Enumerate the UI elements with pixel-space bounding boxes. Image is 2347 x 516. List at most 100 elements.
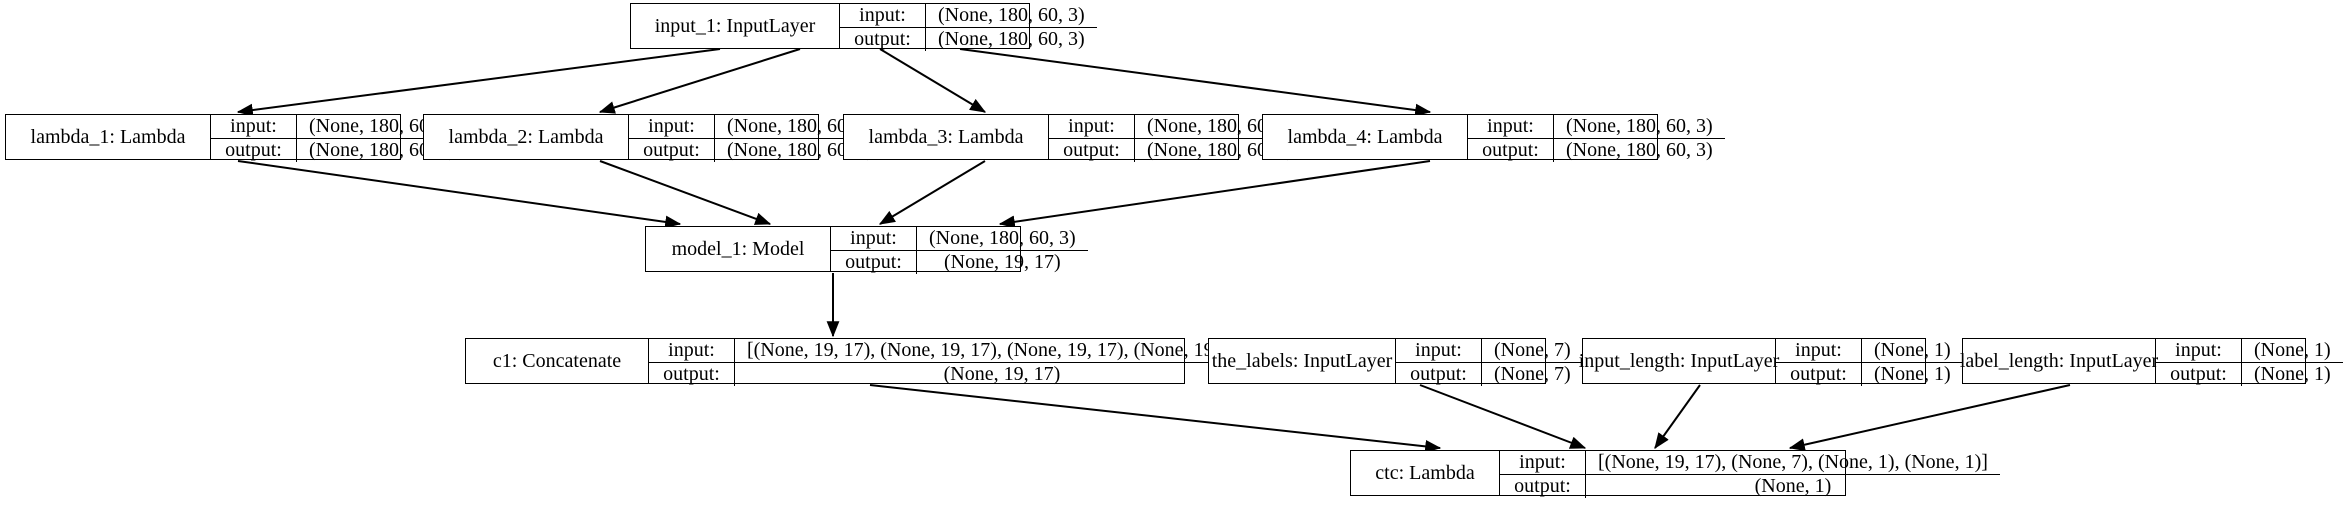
io-value-output-label_length: (None, 1)	[2254, 363, 2331, 385]
io-value-input-input_1: (None, 180, 60, 3)	[938, 4, 1085, 26]
node-lambda_1[interactable]: lambda_1: Lambda input:(None, 180, 60, 3)…	[5, 114, 468, 162]
io-value-output-lambda_2: (None, 180, 60, 3)	[727, 139, 874, 161]
edge-lambda_4-to-model_1	[998, 160, 1431, 229]
io-value-input-lambda_2: (None, 180, 60, 3)	[727, 115, 874, 137]
io-row-output-c1: output: (None, 19, 17)	[649, 363, 1269, 386]
io-row-output-lambda_2: output: (None, 180, 60, 3)	[629, 139, 886, 162]
io-label-input-input_1: input:	[840, 4, 926, 27]
io-label-output-lambda_2: output:	[629, 139, 715, 162]
io-label-output-model_1: output:	[831, 251, 917, 274]
node-title-input_length: input_length: InputLayer	[1578, 349, 1780, 372]
io-label-input-label_length: input:	[2156, 339, 2242, 362]
node-title-lambda_1: lambda_1: Lambda	[30, 125, 186, 148]
node-title-lambda_2: lambda_2: Lambda	[448, 125, 604, 148]
io-row-output-lambda_3: output: (None, 180, 60, 3)	[1049, 139, 1306, 162]
edges	[236, 48, 2071, 453]
edge-input_1-to-lambda_2	[598, 48, 801, 114]
io-row-input-input_1: input: (None, 180, 60, 3)	[840, 4, 1097, 28]
io-table-the_labels: input:(None, 7)output: (None, 7)	[1395, 339, 1583, 386]
io-value-input-lambda_1: (None, 180, 60, 3)	[309, 115, 456, 137]
io-value-output-the_labels: (None, 7)	[1494, 363, 1571, 385]
edge-lambda_2-to-model_1	[599, 160, 772, 225]
io-label-input-the_labels: input:	[1396, 339, 1482, 362]
io-label-output-input_1: output:	[840, 28, 926, 51]
io-value-input-label_length: (None, 1)	[2254, 339, 2331, 361]
io-label-output-c1: output:	[649, 363, 735, 386]
io-row-output-ctc: output:(None, 1)	[1500, 475, 2000, 498]
io-label-input-model_1: input:	[831, 227, 917, 250]
node-title-lambda_3: lambda_3: Lambda	[868, 125, 1024, 148]
io-table-lambda_1: input:(None, 180, 60, 3)output:(None, 18…	[210, 115, 468, 162]
io-row-input-input_length: input: (None, 1)	[1776, 339, 1963, 363]
io-row-output-lambda_4: output: (None, 180, 60, 3)	[1468, 139, 1725, 162]
node-title-lambda_4: lambda_4: Lambda	[1287, 125, 1443, 148]
io-row-output-label_length: output: (None, 1)	[2156, 363, 2343, 386]
node-title-label_length: label_length: InputLayer	[1959, 349, 2159, 372]
io-label-output-lambda_4: output:	[1468, 139, 1554, 162]
io-value-output-input_1: (None, 180, 60, 3)	[938, 28, 1085, 50]
io-row-input-label_length: input: (None, 1)	[2156, 339, 2343, 363]
edge-lambda_1-to-model_1	[237, 160, 682, 229]
io-table-model_1: input: (None, 180, 60, 3) output: (None, 19…	[830, 227, 1088, 274]
io-row-output-lambda_1: output:(None, 180, 60, 3)	[211, 139, 468, 162]
io-table-lambda_3: input: (None, 180, 60, 3) output: (None, 18…	[1048, 115, 1306, 162]
io-value-output-lambda_3: (None, 180, 60, 3)	[1147, 139, 1294, 161]
io-row-input-ctc: input: [(None, 19, 17), (None, 7), (None,…	[1500, 451, 2000, 475]
io-table-lambda_2: input:(None, 180, 60, 3)output:(None, 18…	[628, 115, 886, 162]
edge-input_length-to-ctc	[1654, 384, 1701, 449]
io-label-output-the_labels: output:	[1396, 363, 1482, 386]
io-label-input-ctc: input:	[1500, 451, 1586, 474]
io-value-input-input_length: (None, 1)	[1874, 339, 1951, 361]
io-label-input-lambda_3: input:	[1049, 115, 1135, 138]
node-title-ctc: ctc: Lambda	[1375, 461, 1475, 484]
io-row-output-input_length: output:(None, 1)	[1776, 363, 1963, 386]
node-title-c1: c1: Concatenate	[492, 349, 622, 372]
io-table-label_length: input: (None, 1) output: (None, 1)	[2155, 339, 2343, 386]
io-row-input-lambda_3: input: (None, 180, 60, 3)	[1049, 115, 1306, 139]
io-value-input-lambda_3: (None, 180, 60, 3)	[1147, 115, 1294, 137]
edge-label_length-to-ctc	[1788, 384, 2071, 451]
io-value-output-ctc: (None, 1)	[1754, 475, 1832, 497]
edge-input_1-to-lambda_3	[879, 48, 987, 113]
io-row-output-model_1: output: (None, 19, 17)	[831, 251, 1088, 274]
io-value-output-model_1: (None, 19, 17)	[944, 251, 1061, 273]
edge-input_1-to-lambda_1	[236, 48, 721, 117]
io-table-input_length: input: (None, 1)output:(None, 1)	[1775, 339, 1963, 386]
io-label-input-lambda_4: input:	[1468, 115, 1554, 138]
io-table-input_1: input: (None, 180, 60, 3) output: (None, 18…	[839, 4, 1097, 51]
io-value-input-c1: [(None, 19, 17), (None, 19, 17), (None, …	[747, 339, 1257, 361]
io-row-output-the_labels: output: (None, 7)	[1396, 363, 1583, 386]
io-label-output-input_length: output:	[1776, 363, 1862, 386]
node-title-the_labels: the_labels: InputLayer	[1211, 349, 1393, 372]
io-value-output-c1: (None, 19, 17)	[943, 363, 1061, 385]
io-label-input-input_length: input:	[1776, 339, 1862, 362]
node-ctc[interactable]: ctc: Lambda input: [(None, 19, 17), (None,…	[1350, 450, 2000, 498]
io-row-input-c1: input:[(None, 19, 17), (None, 19, 17), (…	[649, 339, 1269, 363]
edge-lambda_3-to-model_1	[878, 160, 986, 225]
io-row-output-input_1: output: (None, 180, 60, 3)	[840, 28, 1097, 51]
io-value-input-ctc: [(None, 19, 17), (None, 7), (None, 1), (…	[1598, 451, 1988, 473]
io-value-input-model_1: (None, 180, 60, 3)	[929, 227, 1076, 249]
node-title-model_1: model_1: Model	[671, 237, 805, 260]
io-label-output-label_length: output:	[2156, 363, 2242, 386]
io-label-output-lambda_1: output:	[211, 139, 297, 162]
io-row-input-lambda_4: input:(None, 180, 60, 3)	[1468, 115, 1725, 139]
io-value-output-lambda_4: (None, 180, 60, 3)	[1566, 139, 1713, 161]
edge-the_labels-to-ctc	[1419, 384, 1587, 449]
node-lambda_3[interactable]: lambda_3: Lambda input: (None, 180, 60, 3)…	[843, 114, 1306, 162]
io-row-input-the_labels: input:(None, 7)	[1396, 339, 1583, 363]
io-table-ctc: input: [(None, 19, 17), (None, 7), (None,…	[1499, 451, 2000, 498]
node-c1[interactable]: c1: Concatenate input:[(None, 19, 17), (N…	[465, 338, 1269, 386]
io-row-input-lambda_1: input:(None, 180, 60, 3)	[211, 115, 468, 139]
io-label-output-lambda_3: output:	[1049, 139, 1135, 162]
edge-c1-to-ctc	[869, 384, 1442, 453]
